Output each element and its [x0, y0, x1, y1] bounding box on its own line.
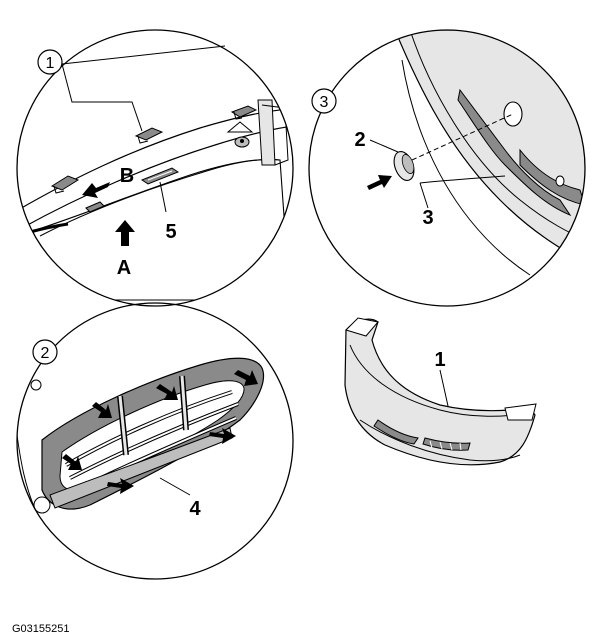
bumper-overview: 1 — [344, 317, 537, 466]
cap-plug-2 — [393, 151, 415, 181]
view2-number-bubble — [32, 339, 58, 365]
arrow-b — [82, 182, 110, 198]
view3-number-bubble — [311, 88, 337, 114]
label-1: 1 — [434, 349, 445, 371]
mounting-hole — [503, 101, 523, 127]
figure-id: G03155251 — [12, 623, 70, 635]
label-4: 4 — [189, 498, 201, 520]
clip-upper-right — [230, 105, 258, 120]
view1-number-bubble — [37, 49, 63, 75]
arrow-a — [115, 220, 135, 246]
view2-artwork — [17, 357, 264, 521]
slot-clip-5 — [140, 167, 180, 185]
detail-view-2: 2 4 — [16, 302, 294, 580]
clip-upper-middle — [134, 127, 164, 144]
label-2: 2 — [354, 129, 365, 151]
label-3: 3 — [422, 207, 433, 229]
clip-left — [50, 175, 80, 194]
detail-view-3: 3 2 3 — [308, 29, 586, 307]
view1-number: 1 — [46, 55, 55, 72]
view2-number: 2 — [41, 345, 50, 362]
view1-artwork — [17, 99, 293, 301]
view3-number: 3 — [320, 94, 329, 111]
label-b: B — [120, 165, 134, 187]
detail-view-1: 1 B A 5 — [16, 29, 294, 307]
label-a: A — [117, 257, 131, 279]
push-arrow — [367, 175, 392, 190]
view3-artwork — [394, 30, 585, 276]
label-5: 5 — [165, 221, 176, 243]
press-arrows — [62, 370, 258, 494]
